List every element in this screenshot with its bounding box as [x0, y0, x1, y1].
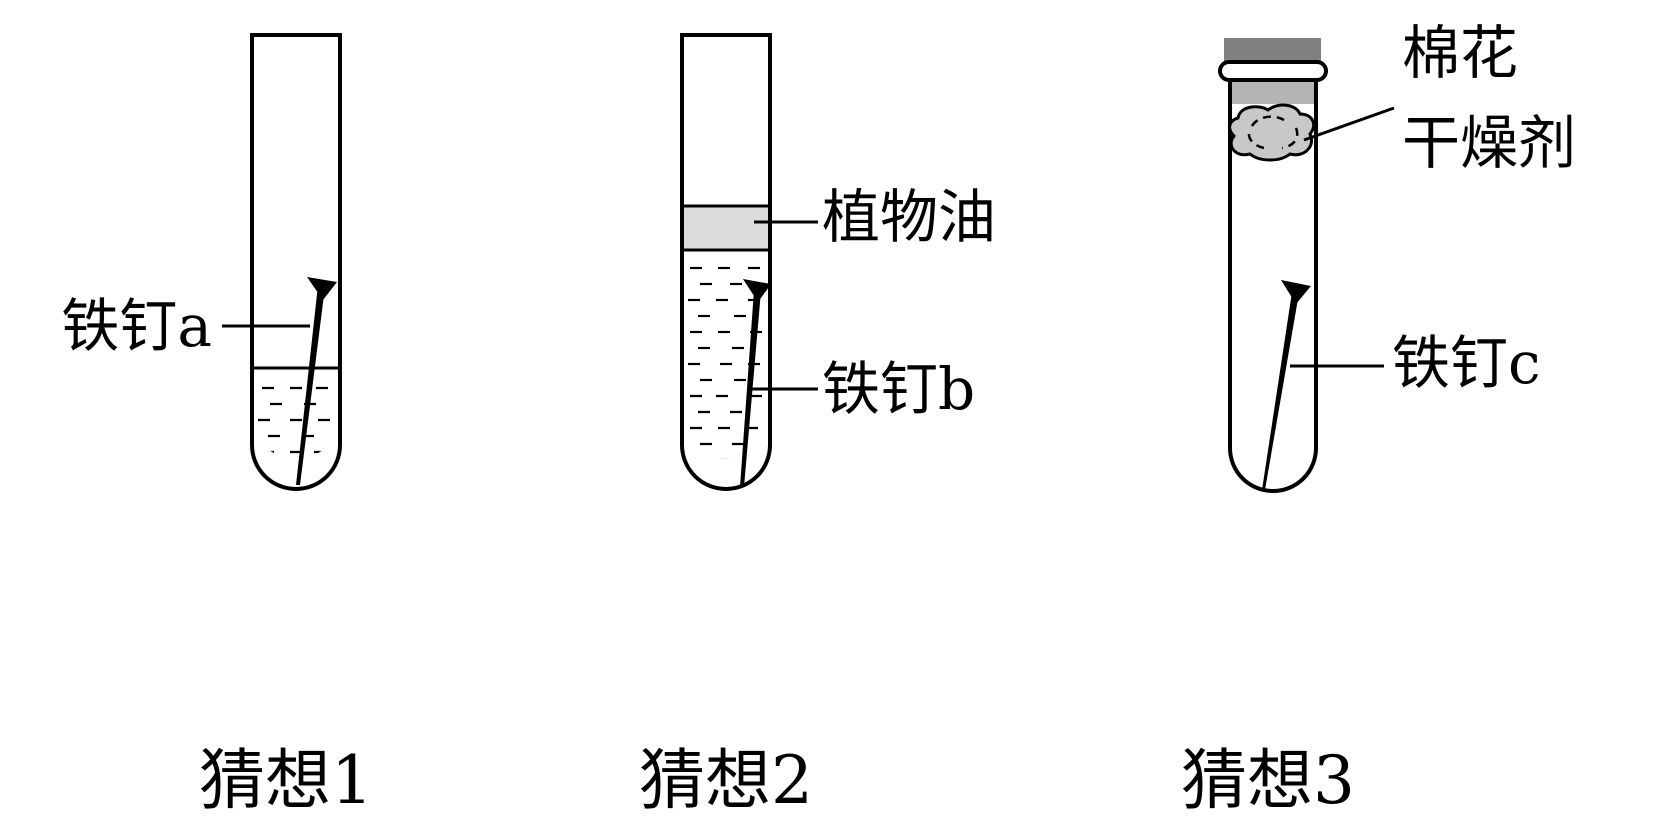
test-tube-1: 铁钉a 猜想1: [61, 33, 373, 819]
label-nail-a: 铁钉a: [61, 292, 212, 360]
iron-nail-a: [296, 277, 337, 485]
iron-nail-b: [740, 279, 771, 487]
label-cotton: 棉花: [1402, 19, 1518, 87]
label-vegetable-oil: 植物油: [822, 183, 996, 251]
iron-nail-c: [1262, 280, 1311, 490]
vegetable-oil-layer: [682, 206, 770, 250]
tube-outline-2: [680, 33, 772, 491]
test-tube-2: 植物油 铁钉b 猜想2: [639, 33, 996, 819]
tube-outline-3: [1228, 80, 1318, 493]
label-nail-b: 铁钉b: [822, 355, 975, 423]
tube-rim: [1218, 60, 1328, 82]
caption-guess-3: 猜想3: [1181, 742, 1355, 819]
water-dashes-2: [688, 266, 762, 459]
tube-outline-1: [250, 33, 342, 491]
label-nail-c: 铁钉c: [1392, 329, 1540, 397]
caption-guess-2: 猜想2: [639, 742, 813, 819]
leader-line-cotton: [1303, 106, 1395, 142]
water-dashes-1: [258, 386, 330, 454]
caption-guess-1: 猜想1: [199, 742, 373, 819]
rubber-stopper-top: [1224, 38, 1321, 62]
test-tube-3: 棉花 干燥剂 铁钉c 猜想3: [1181, 19, 1576, 819]
label-desiccant: 干燥剂: [1402, 109, 1576, 177]
cotton-desiccant-ball: [1228, 103, 1316, 162]
rubber-stopper-bottom: [1230, 80, 1316, 104]
